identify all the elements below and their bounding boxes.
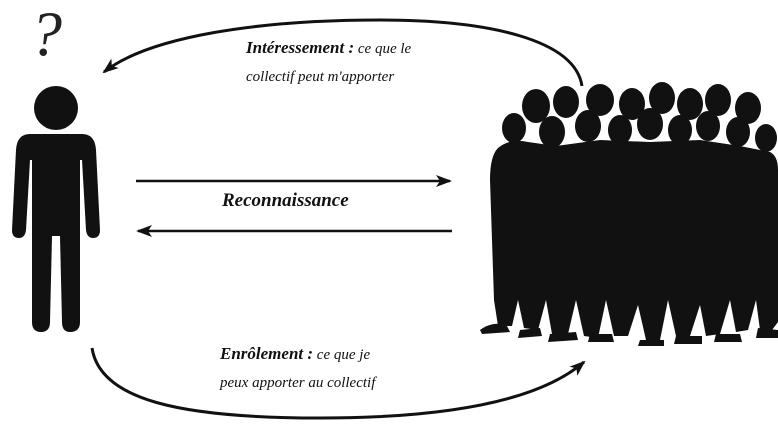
person-icon	[12, 86, 100, 332]
interessement-arrow	[102, 18, 584, 87]
crowd-icon	[480, 82, 778, 346]
question-mark: ?	[30, 0, 62, 69]
enrolement-caption: Enrôlement : ce que je peux apporter au …	[220, 340, 520, 397]
interessement-caption: Intéressement : ce que le collectif peut…	[246, 34, 546, 91]
enrolement-title: Enrôlement :	[220, 344, 314, 363]
enrolement-line1: ce que je	[313, 347, 371, 363]
interessement-line2: collectif peut m'apporter	[246, 69, 395, 85]
enrolement-arrow	[90, 347, 586, 420]
interessement-title: Intéressement :	[246, 38, 355, 57]
reconnaissance-label: Reconnaissance	[222, 190, 349, 211]
enrolement-line2: peux apporter au collectif	[220, 375, 376, 391]
interessement-line1: ce que le	[354, 41, 412, 57]
